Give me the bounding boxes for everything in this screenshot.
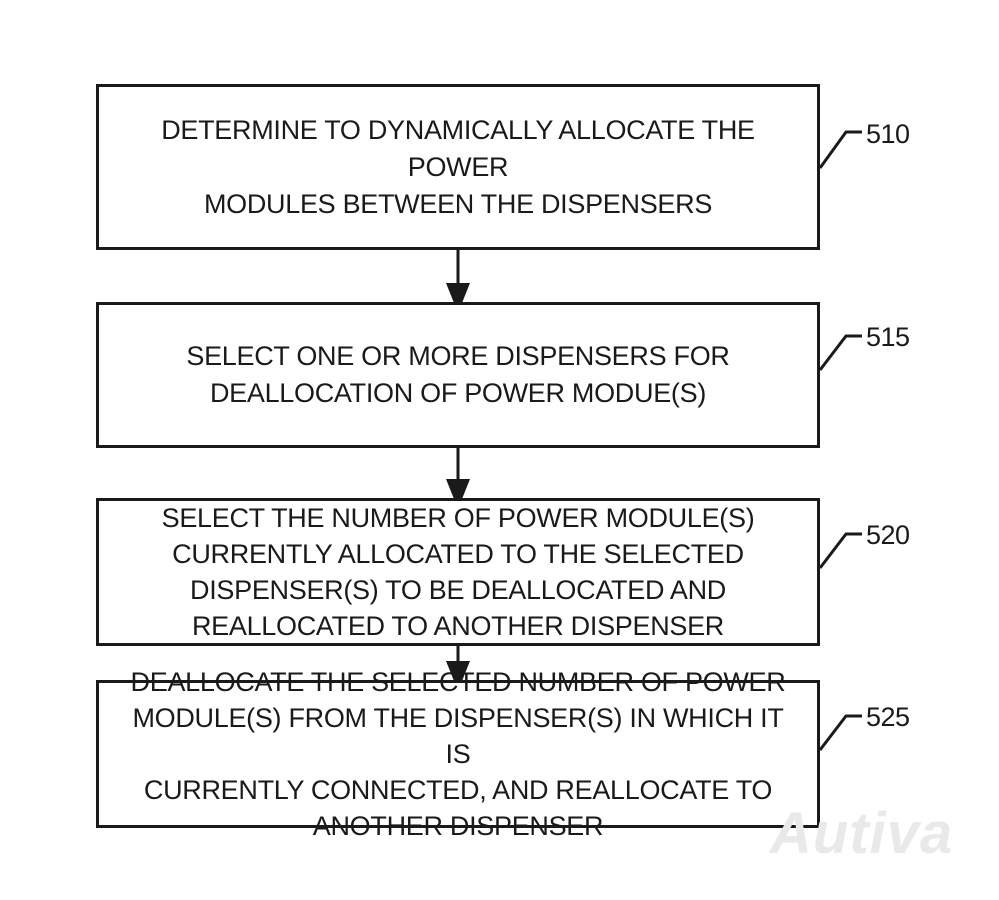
step-text-515: SELECT ONE OR MORE DISPENSERS FOR DEALLO… xyxy=(186,341,730,408)
step-box-525: DEALLOCATE THE SELECTED NUMBER OF POWER … xyxy=(96,667,820,841)
step-box-520: SELECT THE NUMBER OF POWER MODULE(S) CUR… xyxy=(96,498,820,646)
reference-numeral-510: 510 xyxy=(866,119,910,149)
reference-numeral-525: 525 xyxy=(866,702,910,732)
step-text-525: DEALLOCATE THE SELECTED NUMBER OF POWER … xyxy=(130,667,786,841)
step-box-515: SELECT ONE OR MORE DISPENSERS FOR DEALLO… xyxy=(96,302,820,448)
leader-line-525 xyxy=(818,714,862,751)
leader-line-510 xyxy=(818,130,862,169)
leader-line-520 xyxy=(818,532,862,569)
step-text-520: SELECT THE NUMBER OF POWER MODULE(S) CUR… xyxy=(161,503,755,641)
step-box-510: DETERMINE TO DYNAMICALLY ALLOCATE THE PO… xyxy=(96,84,820,250)
leader-line-515 xyxy=(818,334,862,371)
reference-numeral-515: 515 xyxy=(866,322,910,352)
watermark-logo: Autiva xyxy=(770,801,954,866)
reference-numeral-520: 520 xyxy=(866,520,910,550)
step-text-510: DETERMINE TO DYNAMICALLY ALLOCATE THE PO… xyxy=(161,114,755,219)
